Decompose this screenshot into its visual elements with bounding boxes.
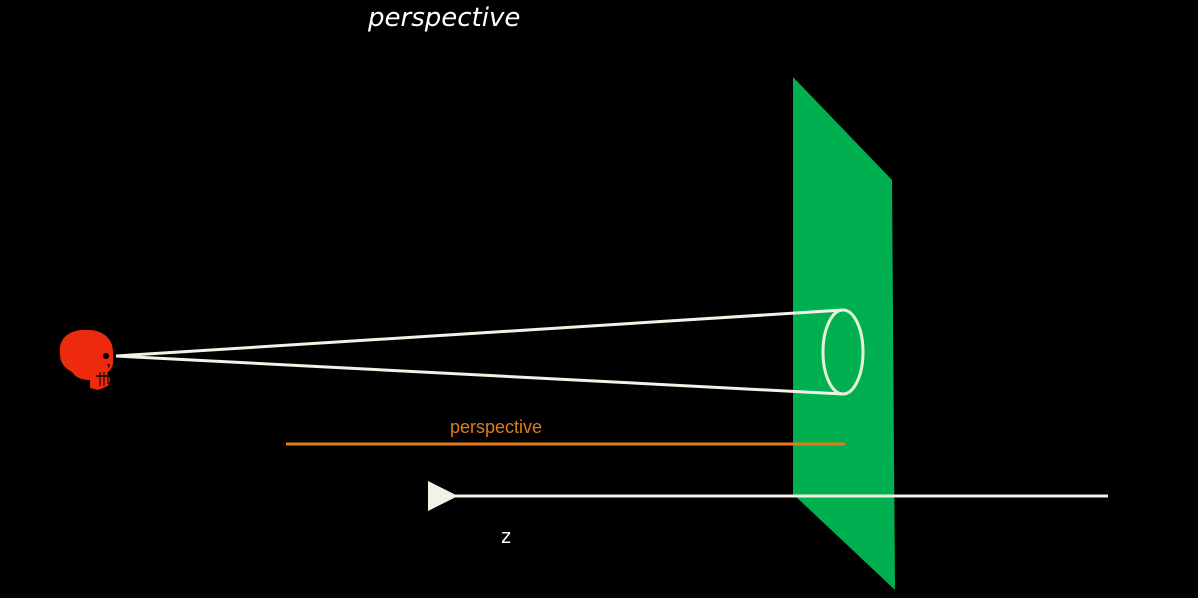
skull-icon	[59, 329, 114, 390]
perspective-label: perspective	[450, 417, 543, 437]
z-axis-label: z	[500, 524, 513, 548]
view-ray-lower	[115, 354, 844, 396]
diagram-title: perspective	[368, 3, 521, 33]
view-ray-upper	[115, 308, 844, 358]
view-cone-ellipse	[821, 308, 865, 396]
projection-plane	[793, 77, 895, 590]
